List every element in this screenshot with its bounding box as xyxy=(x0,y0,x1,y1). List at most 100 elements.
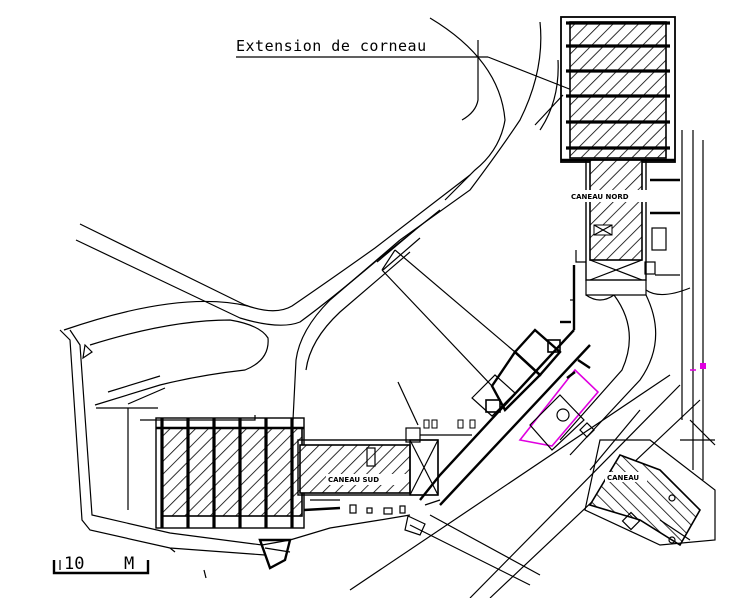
corridor-edge xyxy=(381,269,493,387)
south-caneau-brace xyxy=(409,439,439,496)
highlight-box xyxy=(579,422,595,438)
magenta-marker xyxy=(700,363,706,369)
terrain-line xyxy=(534,94,564,126)
terrain-line xyxy=(429,17,506,201)
detail-line xyxy=(424,499,441,506)
south-caneau-end xyxy=(409,439,439,496)
path-hatch xyxy=(107,375,161,393)
detail-box xyxy=(383,507,393,515)
perimeter-wall xyxy=(59,329,266,556)
path-edge xyxy=(382,237,421,271)
detail-shape xyxy=(404,515,426,536)
path-hatch xyxy=(127,387,166,405)
corridor-block xyxy=(471,374,516,417)
path-edge xyxy=(376,229,416,263)
scale-bar: 10 M xyxy=(52,554,150,575)
road-kiosk xyxy=(651,227,667,251)
highlight-circle xyxy=(556,408,570,422)
terrain-line xyxy=(461,40,479,121)
south-west-building xyxy=(155,417,305,529)
perimeter-edge xyxy=(140,415,256,421)
highlight-tick xyxy=(577,359,591,369)
road-edge xyxy=(429,514,541,576)
perimeter-mark xyxy=(169,547,176,553)
scale-bar-line xyxy=(52,560,150,575)
west-perimeter xyxy=(59,329,411,579)
detail-box xyxy=(349,504,357,514)
south-caneau-label-bg xyxy=(326,474,406,485)
detail-box xyxy=(399,505,406,514)
scale-bar-value: 10 xyxy=(64,554,84,574)
southeast-detail xyxy=(621,511,641,531)
connector-curve xyxy=(645,287,691,296)
north-caneau-outline xyxy=(585,159,647,281)
terrain-outlines xyxy=(63,17,564,426)
southeast-hatched xyxy=(588,454,701,547)
southeast-caneau-label: CANEAU xyxy=(607,474,639,482)
south-caneau-label: CANEAU SUD xyxy=(328,476,379,484)
road-edge xyxy=(349,374,671,591)
corridor-end xyxy=(381,249,396,271)
detail-box xyxy=(366,507,373,514)
north-caneau-label-bg xyxy=(569,190,655,202)
road-edge xyxy=(439,344,591,506)
south-details xyxy=(303,499,441,536)
path-marker xyxy=(82,343,93,360)
north-caneau-box-cross xyxy=(593,224,613,236)
terrain-line xyxy=(397,381,419,426)
connector-arc xyxy=(559,294,630,441)
south-caneau-marker xyxy=(457,419,464,429)
north-extension-building xyxy=(560,16,676,163)
north-caneau-hatched xyxy=(589,159,643,261)
highlight-inner xyxy=(529,394,585,451)
southeast-caneau-building: CANEAU xyxy=(584,439,716,547)
south-caneau-marker xyxy=(469,419,476,429)
road-kiosk xyxy=(644,261,656,275)
southeast-detail xyxy=(668,536,676,544)
path-edge xyxy=(79,174,471,312)
south-caneau-marker xyxy=(431,419,438,429)
detail-line xyxy=(303,506,341,512)
connector-arc xyxy=(569,294,657,456)
corridor-box xyxy=(485,399,501,413)
south-caneau-door xyxy=(366,447,376,467)
highlight-tick xyxy=(566,371,576,379)
callout-label: Extension de corneau xyxy=(236,37,427,55)
path-edge xyxy=(89,319,269,406)
southeast-detail xyxy=(659,519,691,541)
south-caneau-building: CANEAU SUD xyxy=(297,419,476,496)
path-edge xyxy=(63,300,249,331)
extension-hatched-area xyxy=(569,21,667,159)
corridor-edge xyxy=(394,249,516,353)
road-edge xyxy=(469,384,681,598)
connector-stub xyxy=(575,250,586,263)
north-caneau-label: CANEAU NORD xyxy=(571,193,629,201)
gate-detail xyxy=(264,547,291,553)
scale-bar-unit: M xyxy=(124,554,134,574)
road-edge xyxy=(409,524,531,586)
highlighted-structure xyxy=(518,359,706,451)
connector-curve xyxy=(585,294,615,301)
southeast-detail xyxy=(668,494,676,502)
north-caneau-brace xyxy=(589,259,643,281)
gate-structure xyxy=(258,538,292,570)
southeast-outline xyxy=(584,439,716,546)
north-caneau-building: CANEAU NORD xyxy=(569,159,655,281)
path-edge xyxy=(305,251,411,371)
terrain-line xyxy=(539,59,559,131)
south-caneau-hatched xyxy=(299,444,411,494)
callout-extension: Extension de corneau xyxy=(236,37,578,93)
north-connector xyxy=(559,250,691,456)
southeast-label-bg xyxy=(605,472,647,482)
road-edge xyxy=(689,419,716,446)
east-road-lines xyxy=(644,130,704,480)
road-edge xyxy=(419,329,575,501)
south-caneau-marker xyxy=(423,419,430,429)
sw-hatched xyxy=(161,427,303,517)
path-edge xyxy=(292,239,401,421)
terrain-line xyxy=(399,21,542,241)
perimeter-mark xyxy=(203,569,207,579)
callout-leader xyxy=(487,56,578,93)
connector-box xyxy=(585,280,647,296)
